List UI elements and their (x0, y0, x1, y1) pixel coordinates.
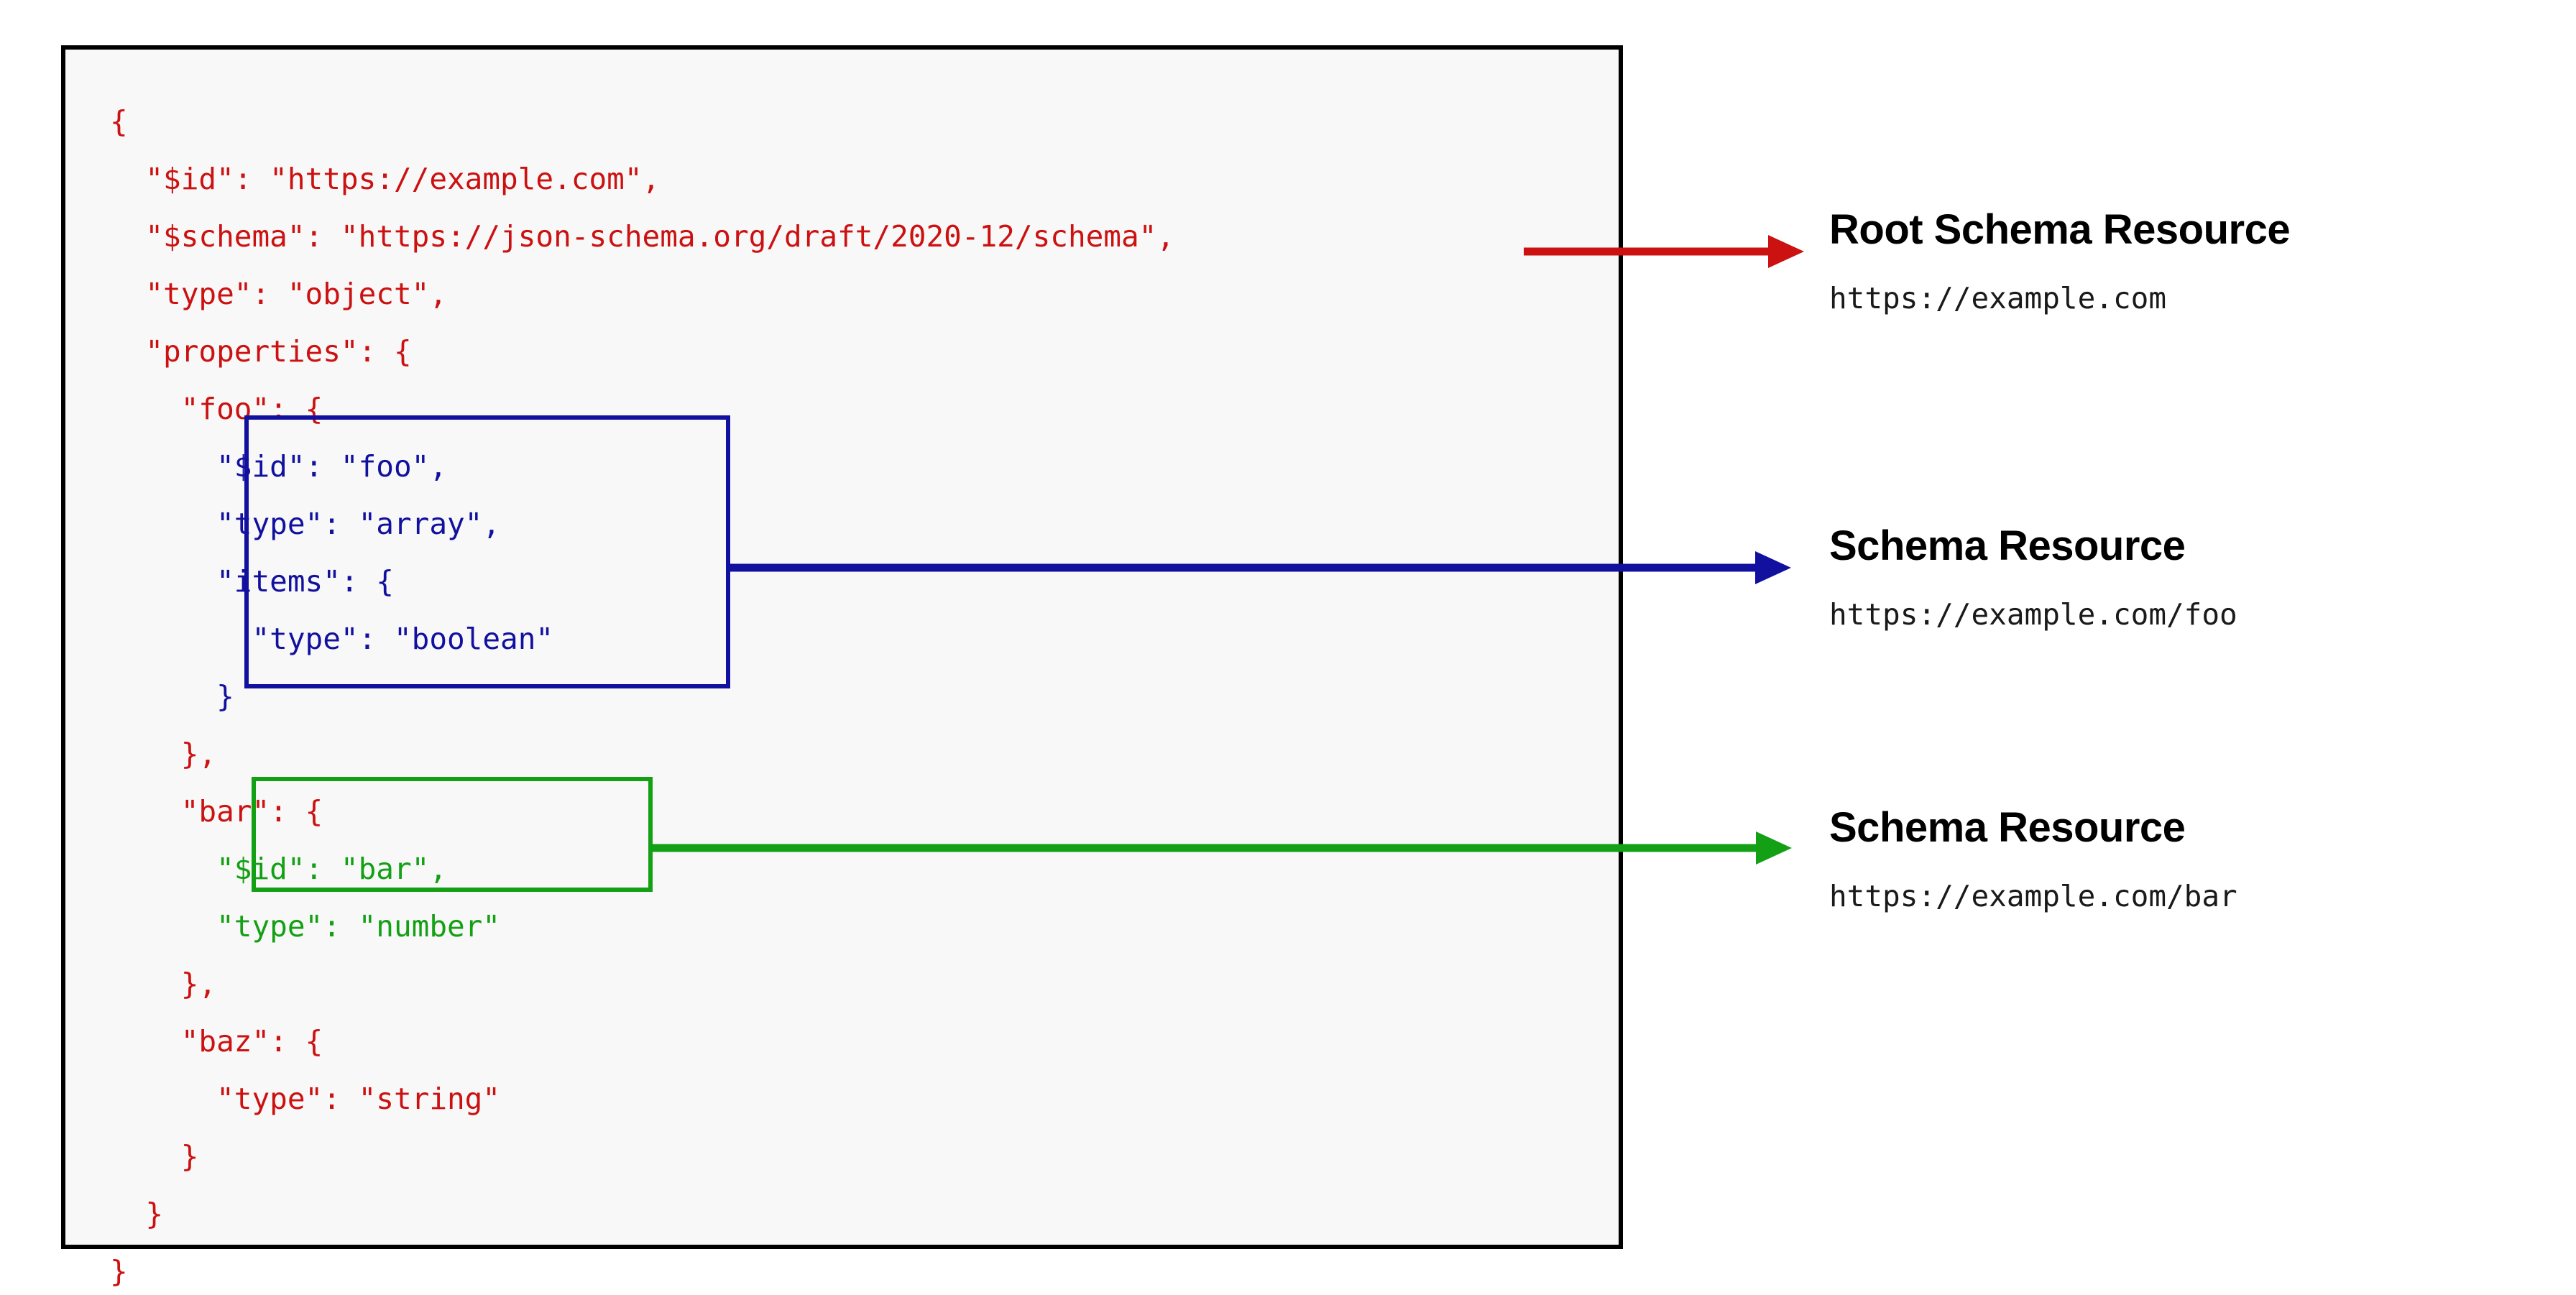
foo-schema-resource-label: Schema Resource https://example.com/foo (1829, 522, 2548, 632)
code-line-8: "items": { (110, 564, 394, 599)
code-line-9: "type": "boolean" (110, 622, 554, 656)
foo-schema-resource-uri: https://example.com/foo (1829, 597, 2237, 632)
code-line-12: "bar": { (110, 794, 323, 829)
code-line-2: "$schema": "https://json-schema.org/draf… (110, 219, 1175, 254)
code-line-16: "baz": { (110, 1024, 323, 1059)
bar-schema-resource-title: Schema Resource (1829, 804, 2186, 851)
code-line-13: "$id": "bar", (110, 852, 447, 886)
code-line-5: "foo": { (110, 392, 323, 426)
code-line-17: "type": "string" (110, 1082, 501, 1116)
code-line-18: } (110, 1139, 199, 1174)
foo-schema-resource-title: Schema Resource (1829, 522, 2186, 569)
code-line-4: "properties": { (110, 334, 412, 369)
code-line-10: } (110, 679, 234, 714)
code-line-6: "$id": "foo", (110, 449, 447, 484)
bar-schema-resource-label: Schema Resource https://example.com/bar (1829, 803, 2548, 913)
root-schema-resource-label: Root Schema Resource https://example.com (1829, 206, 2548, 315)
code-line-11: }, (110, 737, 217, 771)
code-panel: { "$id": "https://example.com", "$schema… (61, 45, 1623, 1289)
code-line-7: "type": "array", (110, 507, 501, 541)
code-line-3: "type": "object", (110, 277, 447, 311)
code-line-1: "$id": "https://example.com", (110, 162, 661, 196)
code-line-14: "type": "number" (110, 909, 501, 944)
root-schema-resource-uri: https://example.com (1829, 281, 2166, 315)
root-schema-resource-title: Root Schema Resource (1829, 206, 2291, 253)
code-line-19: } (110, 1197, 164, 1231)
code-line-20: } (110, 1254, 128, 1289)
json-code-block: { "$id": "https://example.com", "$schema… (110, 93, 1174, 1295)
code-line-15: }, (110, 967, 217, 1001)
code-line-0: { (110, 104, 128, 139)
bar-schema-resource-uri: https://example.com/bar (1829, 879, 2237, 913)
